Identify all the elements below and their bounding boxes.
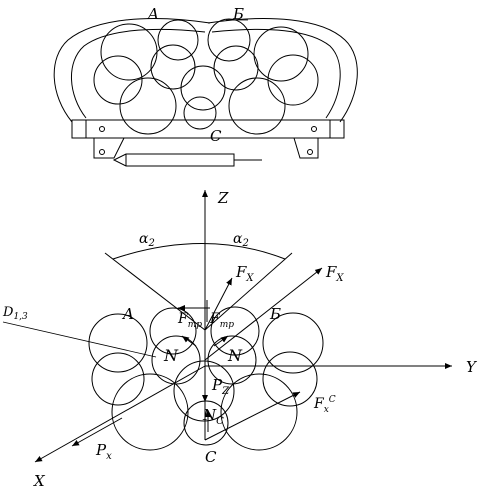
alpha-left-line [104,252,206,331]
n-left-label: N [163,346,179,365]
fxc-label: FxC [313,395,336,415]
n-right-label: N [227,346,243,365]
right-inner-holder [211,28,341,119]
log-circle [262,312,324,374]
fxc-arrow [204,391,301,441]
x-axis-label: X [33,472,46,490]
base-beam [71,119,345,139]
log-circle [183,96,217,130]
diameter-label: D1,3 [2,305,28,322]
hydraulic-cylinder [112,153,235,167]
left-outer-holder [53,18,211,123]
log-circle [213,45,259,91]
px-arrow [71,417,123,447]
alpha-left-label: α2 [139,231,155,249]
log-circle [207,335,257,385]
log-circle [180,65,226,111]
left-inner-holder [71,28,206,119]
log-circle [157,19,199,61]
diameter-leader [2,321,157,358]
bottom-label-c: C [205,448,217,466]
log-circle [93,55,143,105]
log-circle [262,351,318,407]
log-circle [173,360,235,422]
nc-label: NC [202,406,224,427]
fx-left-label: FX [235,263,254,284]
top-view-assembly: A Б C [53,5,358,167]
log-circle [119,77,177,135]
log-circle [100,23,158,81]
log-circle [228,77,286,135]
ftr-right-label: Fтр [209,311,234,330]
log-circle [210,306,260,356]
top-label-c: C [210,127,222,145]
bottom-label-a: A [121,305,134,323]
left-leg [93,137,125,159]
log-circle [91,352,145,406]
fx-left-arrow [204,277,233,331]
z-axis-label: Z [217,189,229,207]
top-label-a: A [146,5,159,23]
alpha-right-label: α2 [233,231,249,249]
log-circle [207,18,251,62]
alpha-arc [112,243,286,260]
log-circle [220,373,298,451]
right-leg [293,137,319,159]
top-logs [93,18,319,135]
log-circle [88,313,148,373]
fx-right-arrow [204,267,323,361]
n-right-arrow [213,335,229,347]
pz-label: PZ [211,376,230,397]
fx-right-label: FX [325,263,344,284]
log-circle [253,26,309,82]
n-left-arrow [181,335,197,347]
y-axis-label: Y [466,358,478,376]
right-outer-holder [207,18,358,123]
x-axis [34,365,206,463]
ftr-left-label: Fтр [177,311,202,330]
log-circle [149,307,197,355]
log-circle [111,373,189,451]
bottom-label-b: Б [269,305,281,323]
log-circle [150,44,196,90]
px-label: Px [95,441,112,462]
top-label-b: Б [232,5,244,23]
bottom-view-diagram: Z Y X α2 α2 FX F [2,189,478,490]
alpha-right-line [204,252,293,331]
